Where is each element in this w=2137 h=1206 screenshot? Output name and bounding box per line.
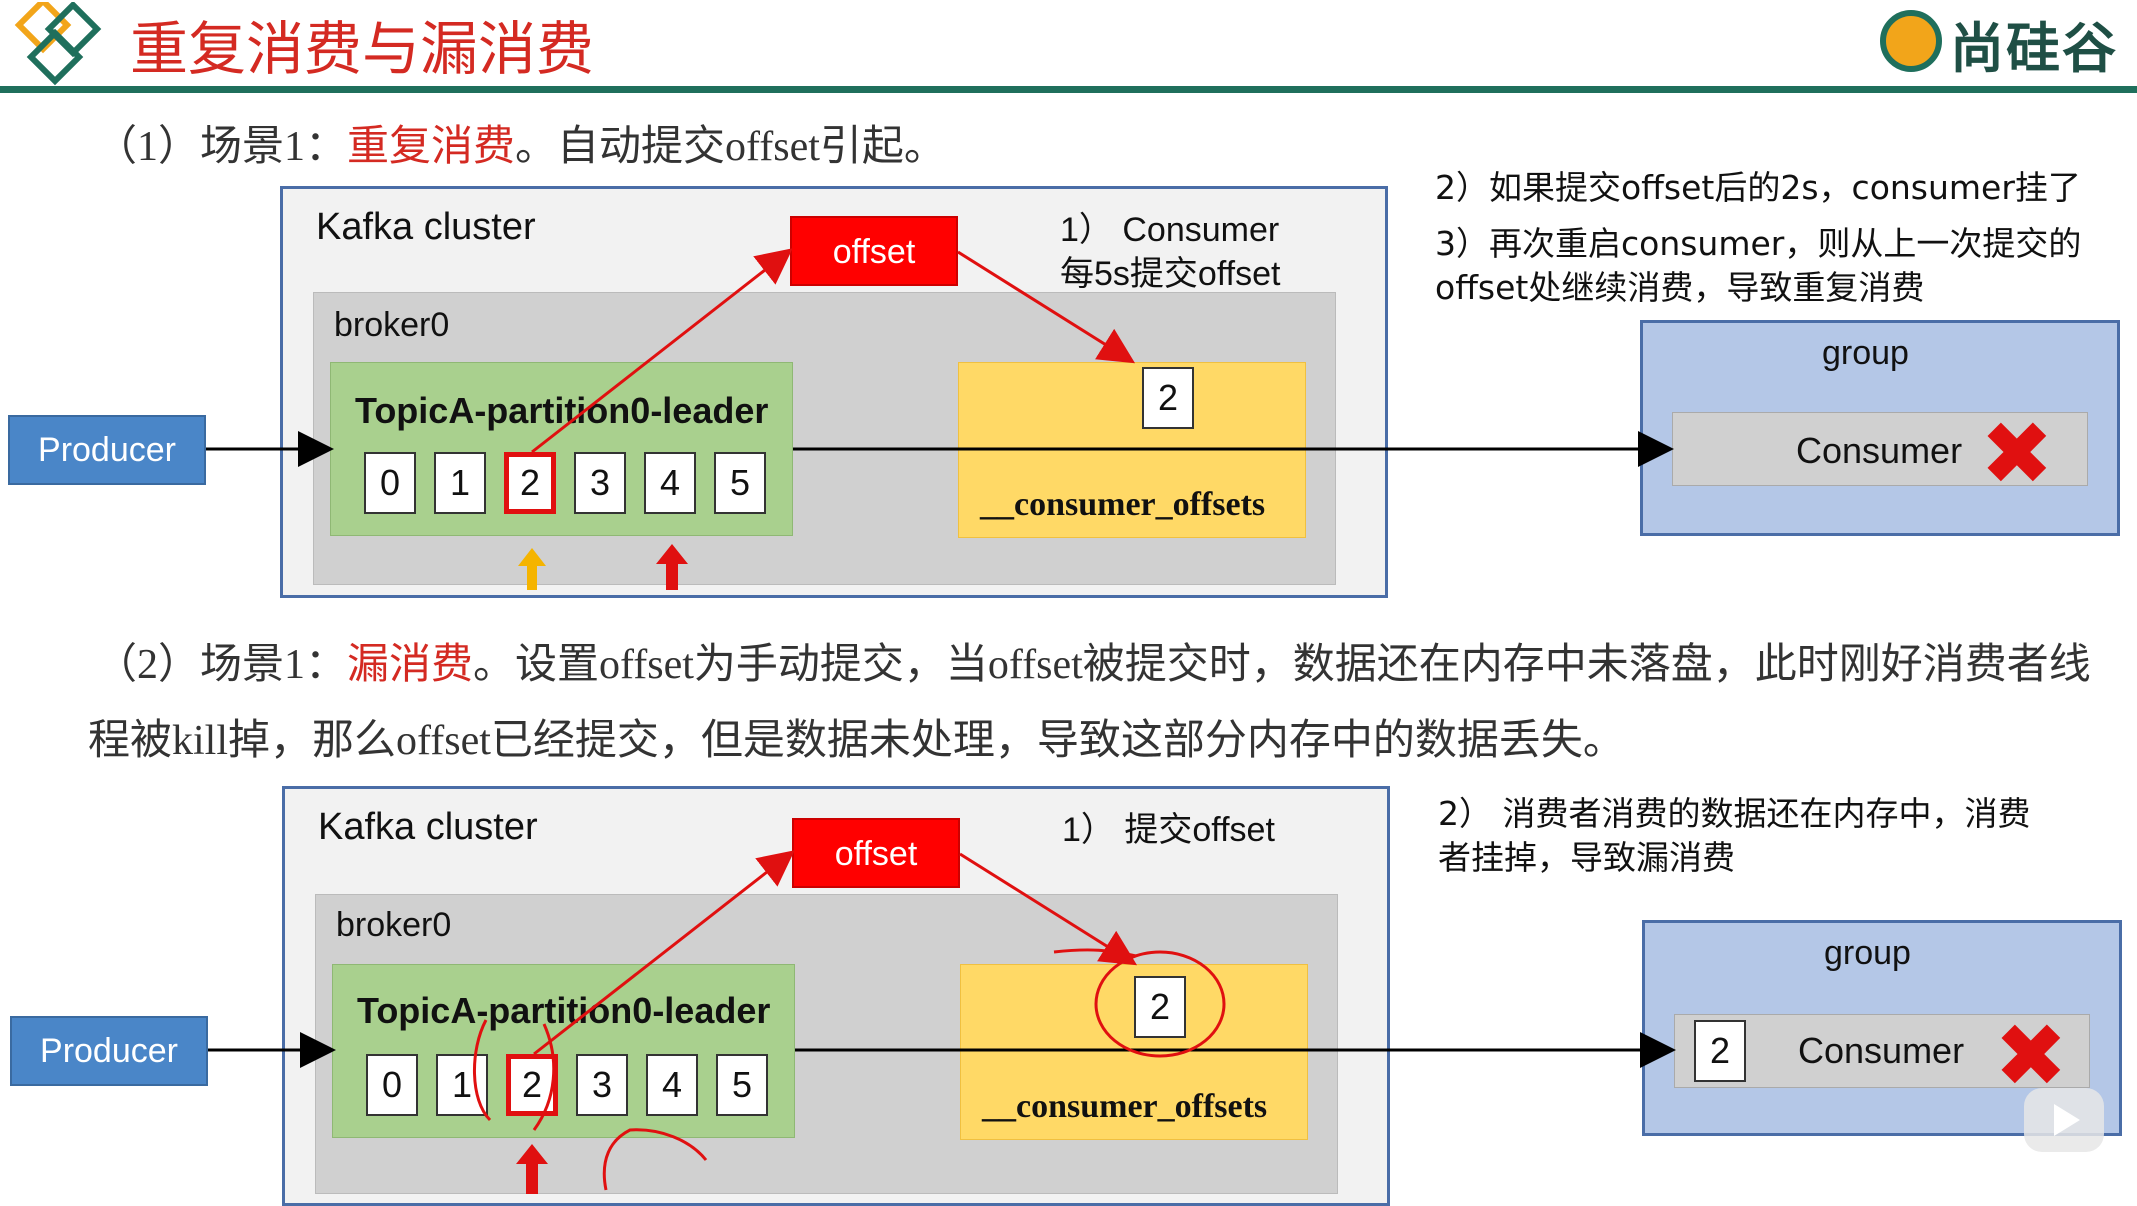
offset-cell-5: 5: [714, 452, 766, 514]
producer-1: Producer: [8, 415, 206, 485]
offset-cell-0: 0: [366, 1054, 418, 1116]
offset-cell-1: 1: [434, 452, 486, 514]
cluster-label-2: Kafka cluster: [318, 806, 538, 848]
broker-label-1: broker0: [334, 306, 450, 344]
offset-cell-3: 3: [574, 452, 626, 514]
consumer-label-2: Consumer: [1798, 1030, 1965, 1071]
broker-label-2: broker0: [336, 906, 452, 944]
up-arrow-icon: [516, 1144, 548, 1194]
leader-label-1: TopicA-partition0-leader: [355, 390, 769, 431]
offset-cell-4: 4: [646, 1054, 698, 1116]
close-x-icon: ✖: [1980, 404, 2054, 503]
consumer-1: [1672, 412, 2088, 486]
note-2-2-line2: 者挂掉，导致漏消费: [1438, 838, 1735, 877]
logo-icon: [1880, 10, 1942, 72]
offset-box-2: offset: [792, 818, 960, 888]
commit-note-1-line2: 每5s提交offset: [1060, 255, 1281, 293]
commit-arrow-2a: [533, 850, 795, 1056]
note-3-1-line1: 3）再次重启consumer，则从上一次提交的: [1435, 224, 2082, 263]
handwritten-bracket: [472, 1019, 556, 1131]
offsets-topic-label-2: __consumer_offsets: [982, 1088, 1268, 1125]
commit-note-1-line1: 1） Consumer: [1060, 211, 1280, 249]
note-2-2: 2） 消费者消费的数据还在内存中，消费 者挂掉，导致漏消费: [1438, 792, 2031, 880]
scenario1-prefix: （1）场景1：: [95, 124, 348, 170]
commit-arrow-1b: [957, 250, 1136, 364]
producer-2: Producer: [10, 1016, 208, 1086]
logo-diamonds-icon: [8, 0, 118, 88]
group-label-2: group: [1824, 934, 1911, 972]
note-3-1: 3）再次重启consumer，则从上一次提交的 offset处继续消费，导致重复…: [1435, 222, 2081, 310]
scenario1-text: （1）场景1：重复消费。自动提交offset引起。: [95, 112, 946, 173]
committed-offset-2: 2: [1134, 976, 1186, 1038]
scenario1-suffix: 。自动提交offset引起。: [515, 124, 946, 170]
consumer-label-1: Consumer: [1796, 430, 1963, 471]
handwritten-circle: [1094, 950, 1226, 1058]
scenario2-line2: 程被kill掉，那么offset已经提交，但是数据未处理，导致这部分内存中的数据…: [88, 718, 1625, 764]
offset-box-1: offset: [790, 216, 958, 286]
offset-cell-1: 1: [436, 1054, 488, 1116]
commit-arrow-2b: [959, 852, 1138, 966]
note-2-1: 2）如果提交offset后的2s，consumer挂了: [1435, 168, 2081, 207]
offset-cell-0: 0: [364, 452, 416, 514]
page-title: 重复消费与漏消费: [130, 15, 595, 83]
close-x-icon: ✖: [1994, 1006, 2068, 1105]
offset-cell-2: 2: [506, 1054, 558, 1116]
group-label-1: group: [1822, 334, 1909, 372]
handwritten-mark: [1053, 948, 1137, 958]
scenario2-line1: （2）场景1：漏消费。设置offset为手动提交，当offset被提交时，数据还…: [95, 630, 2091, 691]
offset-cell-4: 4: [644, 452, 696, 514]
note-3-1-line2: offset处继续消费，导致重复消费: [1435, 268, 1925, 307]
offset-cell-3: 3: [576, 1054, 628, 1116]
cluster-label-1: Kafka cluster: [316, 206, 536, 248]
up-arrow-icon: [518, 548, 546, 590]
consumer-offset-cell: 2: [1694, 1020, 1746, 1082]
offsets-topic-label-1: __consumer_offsets: [980, 486, 1266, 523]
offset-cell-5: 5: [716, 1054, 768, 1116]
scenario2-highlight: 漏消费: [347, 642, 474, 688]
brand-name: 尚硅谷: [1950, 17, 2118, 80]
leader-label-2: TopicA-partition0-leader: [357, 990, 771, 1031]
offset-cell-2: 2: [504, 452, 556, 514]
commit-note-2: 1） 提交offset: [1062, 811, 1275, 849]
scenario2-prefix: （2）场景1：: [95, 642, 348, 688]
handwritten-mark: [602, 1128, 708, 1191]
note-2-2-line1: 2） 消费者消费的数据还在内存中，消费: [1438, 794, 2031, 833]
scenario1-highlight: 重复消费: [347, 124, 516, 170]
committed-offset-1: 2: [1142, 367, 1194, 429]
up-arrow-icon: [656, 544, 688, 590]
commit-arrow-1a: [531, 248, 793, 454]
title-divider: [0, 86, 2137, 93]
commit-note-1: 1） Consumer 每5s提交offset: [1060, 208, 1280, 296]
scenario2-suffix: 。设置offset为手动提交，当offset被提交时，数据还在内存中未落盘，此时…: [473, 642, 2091, 688]
